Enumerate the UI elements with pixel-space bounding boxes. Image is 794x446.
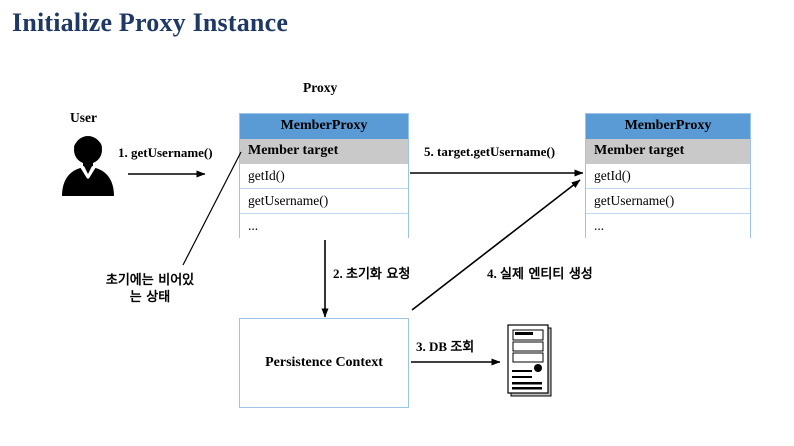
step-4-label: 4. 실제 엔티티 생성 bbox=[487, 266, 593, 283]
step-2-number: 2. bbox=[333, 266, 343, 281]
persistence-context-label: Persistence Context bbox=[265, 355, 383, 370]
step-3-label: 3. DB 조회 bbox=[416, 339, 474, 356]
class-method-left-0: getId() bbox=[240, 164, 408, 189]
class-header-right: MemberProxy bbox=[586, 114, 750, 139]
user-person-icon bbox=[62, 136, 114, 196]
step-1-label: 1. getUsername() bbox=[118, 145, 213, 160]
proxy-group-label: Proxy bbox=[303, 80, 338, 95]
class-method-right-2: ... bbox=[586, 214, 750, 239]
step-3-text: 조회 bbox=[450, 340, 475, 355]
proxy-class-box-left[interactable]: MemberProxy Member target getId() getUse… bbox=[239, 113, 409, 239]
arrow-step-4 bbox=[411, 179, 581, 311]
leader-line-empty-state bbox=[182, 151, 242, 266]
persistence-context-box[interactable]: Persistence Context bbox=[239, 318, 409, 408]
empty-state-note: 초기에는 비어있 는 상태 bbox=[85, 273, 215, 307]
class-attribute-left: Member target bbox=[240, 139, 408, 164]
class-method-right-0: getId() bbox=[586, 164, 750, 189]
step-4-text: 실제 엔티티 생성 bbox=[500, 267, 593, 282]
class-header-left: MemberProxy bbox=[240, 114, 408, 139]
user-label: User bbox=[70, 110, 97, 125]
class-method-right-1: getUsername() bbox=[586, 189, 750, 214]
step-3-number: 3. DB bbox=[416, 339, 448, 354]
step-4-number: 4. bbox=[487, 266, 497, 281]
class-attribute-right: Member target bbox=[586, 139, 750, 164]
class-method-left-1: getUsername() bbox=[240, 189, 408, 214]
page-title: Initialize Proxy Instance bbox=[12, 8, 289, 37]
empty-state-note-line-1: 초기에는 비어있 bbox=[105, 273, 195, 288]
step-2-text: 초기화 요청 bbox=[346, 267, 411, 282]
step-5-label: 5. target.getUsername() bbox=[424, 144, 556, 159]
class-method-left-2: ... bbox=[240, 214, 408, 239]
proxy-class-box-right[interactable]: MemberProxy Member target getId() getUse… bbox=[585, 113, 751, 239]
empty-state-note-line-2: 는 상태 bbox=[129, 289, 171, 305]
server-database-icon bbox=[507, 324, 552, 397]
step-2-label: 2. 초기화 요청 bbox=[333, 266, 410, 283]
